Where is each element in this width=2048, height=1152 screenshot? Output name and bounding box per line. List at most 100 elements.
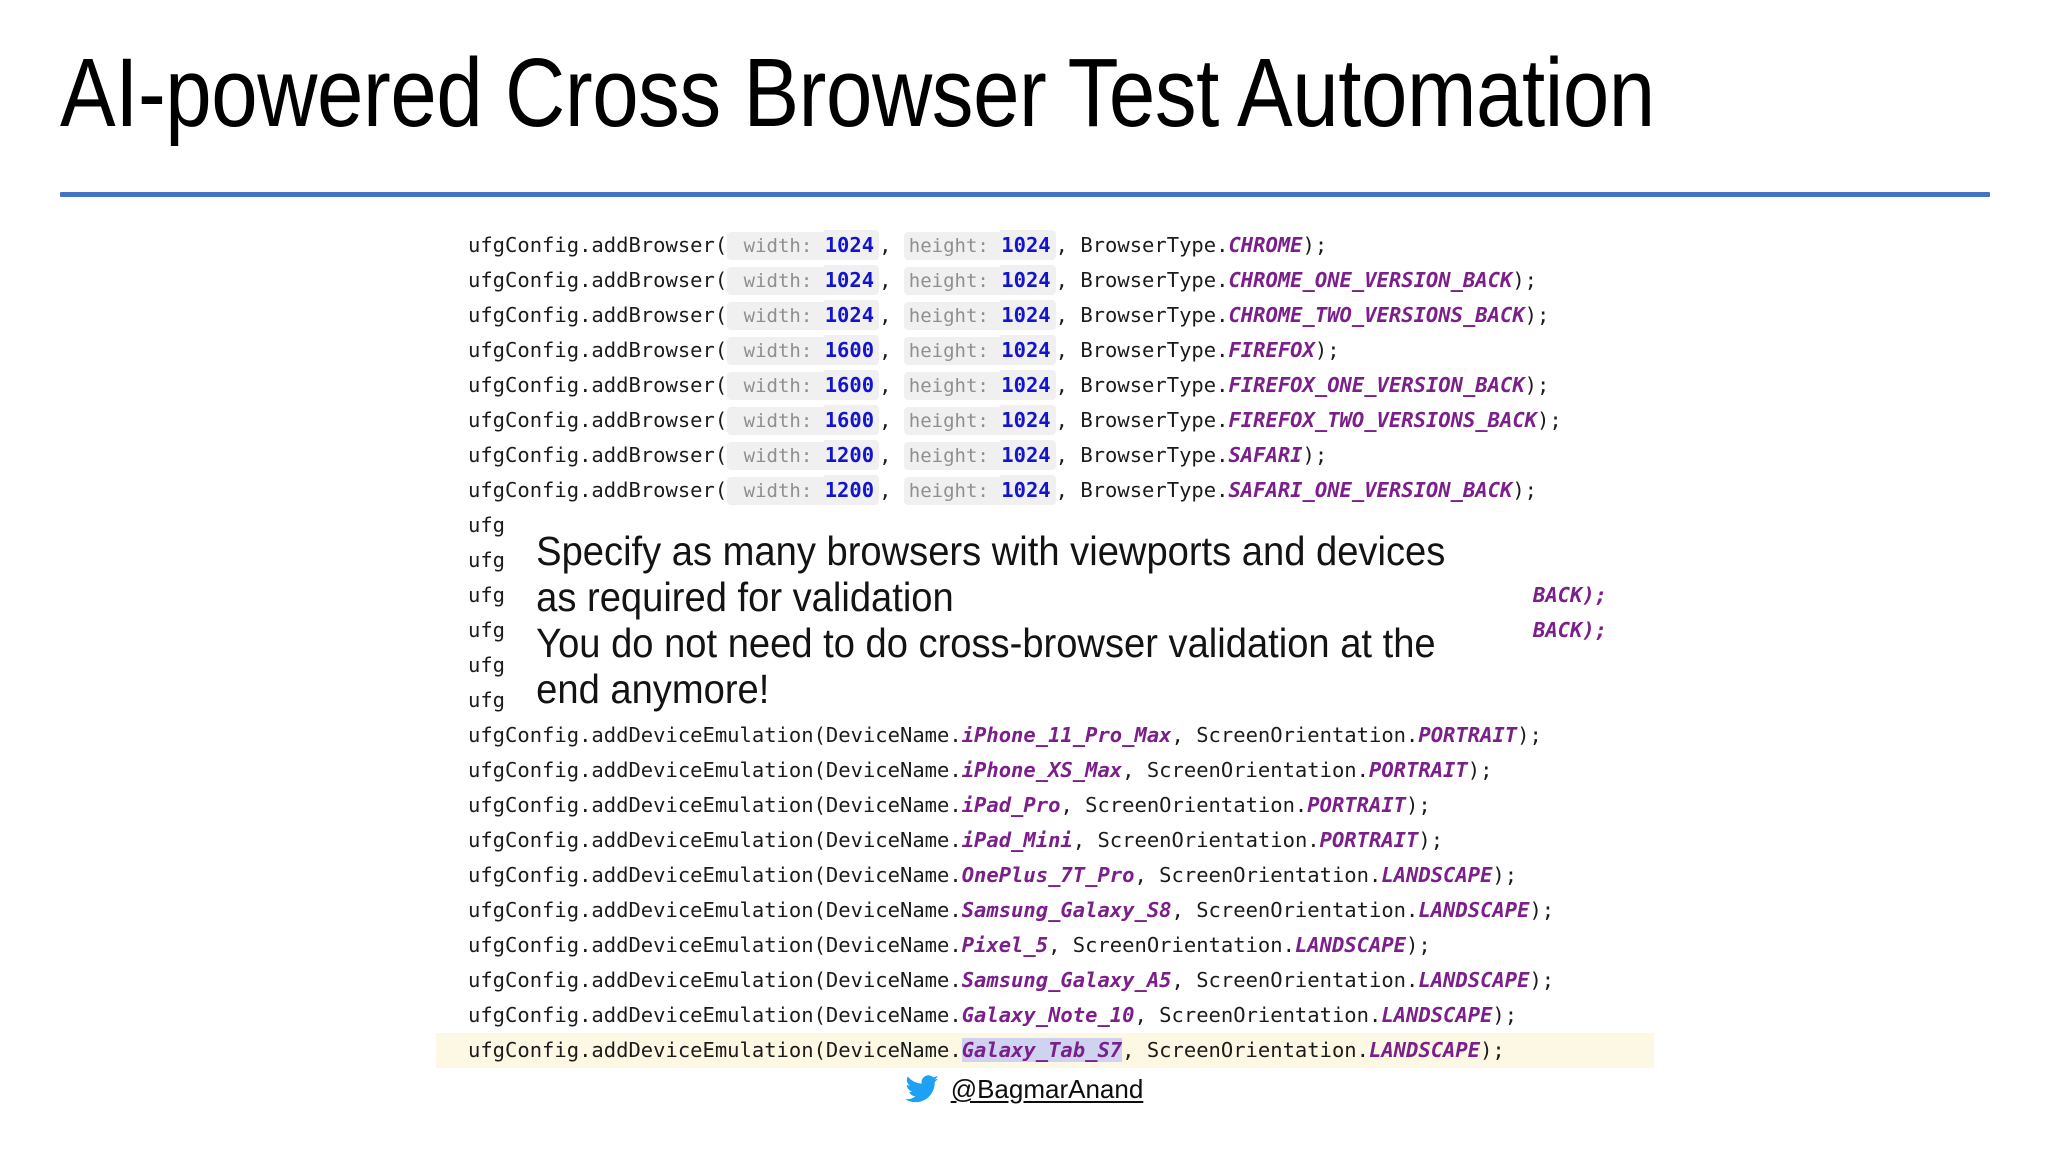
code-tail: ); [1492, 863, 1518, 887]
code-tail: ); [1406, 933, 1431, 957]
code-line-obscured: ufg [468, 508, 2028, 543]
code-line-add-device-emulation: ufgConfig.addDeviceEmulation(DeviceName.… [468, 858, 2028, 893]
code-screen-orientation: PORTRAIT [1319, 828, 1419, 852]
param-hint-height: height: [903, 337, 1005, 365]
param-hint-height: height: [903, 267, 1005, 295]
code-width-value: 1600 [823, 335, 880, 365]
code-browser-type: FIREFOX_ONE_VERSION_BACK [1228, 373, 1525, 397]
twitter-handle-link[interactable]: @BagmarAnand [950, 1073, 1144, 1104]
code-tail: ); [1406, 793, 1431, 817]
code-screen-orientation: LANDSCAPE [1418, 968, 1530, 992]
code-tail: ); [1302, 233, 1328, 257]
code-call: ufgConfig.addDeviceEmulation(DeviceName. [468, 828, 962, 852]
code-call: ufgConfig.addBrowser( [468, 373, 728, 397]
param-hint-width: width: [727, 477, 828, 505]
code-line-add-device-emulation: ufgConfig.addDeviceEmulation(DeviceName.… [468, 788, 2028, 823]
footer: @BagmarAnand [0, 1072, 2048, 1106]
code-line-add-browser: ufgConfig.addBrowser( width: 1600, heigh… [468, 403, 2028, 438]
code-browser-type: CHROME [1228, 233, 1303, 257]
code-screen-orientation: PORTRAIT [1368, 758, 1468, 782]
code-device-name: Samsung_Galaxy_S8 [961, 898, 1172, 922]
code-browser-type: CHROME_ONE_VERSION_BACK [1228, 268, 1513, 292]
param-hint-height: height: [903, 407, 1005, 435]
param-hint-height: height: [903, 232, 1005, 260]
code-height-value: 1024 [1000, 370, 1056, 400]
code-sep: , [879, 303, 904, 327]
code-call: ufgConfig.addDeviceEmulation(DeviceName. [468, 793, 962, 817]
code-line-add-browser: ufgConfig.addBrowser( width: 1600, heigh… [468, 333, 2028, 368]
code-call: ufgConfig.addDeviceEmulation(DeviceName. [468, 898, 962, 922]
code-height-value: 1024 [1000, 405, 1056, 435]
code-height-value: 1024 [1000, 300, 1056, 330]
code-visible-prefix: ufg [468, 513, 506, 537]
code-orientation-prefix: , ScreenOrientation. [1171, 898, 1419, 922]
param-hint-width: width: [727, 407, 828, 435]
param-hint-width: width: [727, 372, 828, 400]
code-type-prefix: , BrowserType. [1055, 268, 1229, 292]
code-device-name: Galaxy_Tab_S7 [961, 1038, 1123, 1062]
code-orientation-prefix: , ScreenOrientation. [1134, 863, 1382, 887]
code-line-add-browser: ufgConfig.addBrowser( width: 1024, heigh… [468, 298, 2028, 333]
code-orientation-prefix: , ScreenOrientation. [1134, 1003, 1382, 1027]
callout-text-box: Specify as many browsers with viewports … [525, 518, 1459, 726]
code-orientation-prefix: , ScreenOrientation. [1072, 828, 1320, 852]
code-call: ufgConfig.addBrowser( [468, 443, 728, 467]
code-orientation-prefix: , ScreenOrientation. [1171, 723, 1419, 747]
page-title: AI-powered Cross Browser Test Automation [60, 38, 1655, 147]
code-sep: , [879, 478, 904, 502]
code-call: ufgConfig.addDeviceEmulation(DeviceName. [468, 1003, 962, 1027]
code-height-value: 1024 [1000, 230, 1056, 260]
code-tail: ); [1302, 443, 1328, 467]
code-type-prefix: , BrowserType. [1055, 233, 1229, 257]
code-line-obscured: ufg [468, 543, 2028, 578]
code-orientation-prefix: , ScreenOrientation. [1122, 758, 1369, 782]
code-line-add-device-emulation: ufgConfig.addDeviceEmulation(DeviceName.… [468, 928, 2028, 963]
code-width-value: 1600 [823, 405, 880, 435]
code-visible-prefix: ufg [468, 548, 506, 572]
callout-line-2: as required for validation [536, 574, 954, 620]
callout-line-1: Specify as many browsers with viewports … [536, 528, 1446, 574]
code-call: ufgConfig.addBrowser( [468, 233, 728, 257]
code-width-value: 1600 [823, 370, 880, 400]
code-browser-type: FIREFOX [1228, 338, 1315, 362]
code-tail: ); [1418, 828, 1444, 852]
code-tail: ); [1537, 408, 1562, 432]
code-width-value: 1024 [823, 230, 880, 260]
code-screen-orientation: LANDSCAPE [1294, 933, 1407, 957]
code-tail: ); [1314, 338, 1340, 362]
code-type-prefix: , BrowserType. [1055, 338, 1229, 362]
code-height-value: 1024 [1000, 335, 1056, 365]
code-line-add-browser: ufgConfig.addBrowser( width: 1200, heigh… [468, 473, 2028, 508]
code-line-obscured: ufg [468, 648, 2028, 683]
code-call: ufgConfig.addBrowser( [468, 268, 728, 292]
code-sep: , [879, 443, 904, 467]
code-line-add-device-emulation: ufgConfig.addDeviceEmulation(DeviceName.… [468, 963, 2028, 998]
twitter-bird-icon [904, 1072, 939, 1106]
code-type-prefix: , BrowserType. [1055, 303, 1229, 327]
title-divider [60, 192, 1990, 197]
code-device-name: Pixel_5 [961, 933, 1049, 957]
code-height-value: 1024 [1000, 440, 1056, 470]
code-visible-tail: BACK); [1533, 583, 1608, 607]
code-device-name: iPhone_11_Pro_Max [961, 723, 1172, 747]
code-tail: ); [1529, 968, 1555, 992]
callout-line-4: end anymore! [536, 666, 770, 712]
code-screen-orientation: PORTRAIT [1307, 793, 1407, 817]
code-line-add-device-emulation: ufgConfig.addDeviceEmulation(DeviceName.… [468, 753, 2028, 788]
code-tail: ); [1480, 1038, 1505, 1062]
browser-config-lines: ufgConfig.addBrowser( width: 1024, heigh… [468, 228, 2028, 508]
code-device-name: iPhone_XS_Max [961, 758, 1123, 782]
code-width-value: 1024 [823, 265, 880, 295]
code-device-name: OnePlus_7T_Pro [961, 863, 1135, 887]
param-hint-width: width: [727, 337, 828, 365]
param-hint-height: height: [903, 477, 1005, 505]
code-screen-orientation: LANDSCAPE [1418, 898, 1530, 922]
code-height-value: 1024 [1000, 265, 1056, 295]
code-line-add-browser: ufgConfig.addBrowser( width: 1024, heigh… [468, 263, 2028, 298]
code-call: ufgConfig.addDeviceEmulation(DeviceName. [468, 933, 962, 957]
code-visible-prefix: ufg [468, 618, 506, 642]
code-call: ufgConfig.addDeviceEmulation(DeviceName. [468, 758, 962, 782]
